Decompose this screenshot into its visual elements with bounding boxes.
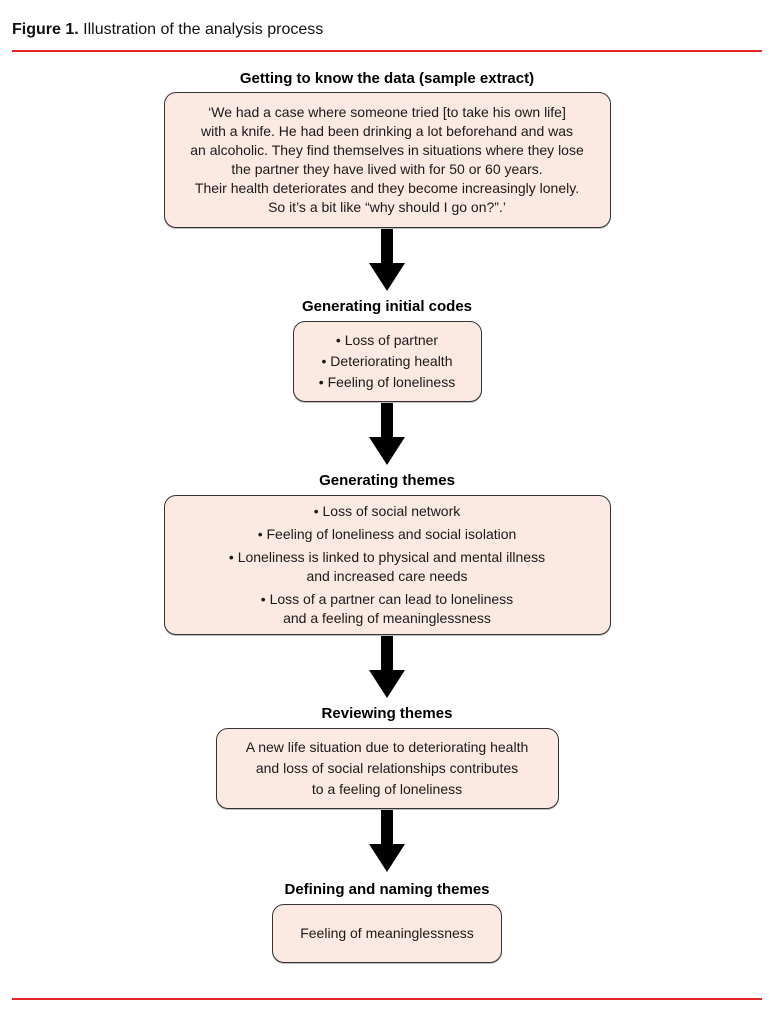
stage-box-sample-extract: ‘We had a case where someone tried [to t…: [163, 92, 611, 228]
figure-title-text: Illustration of the analysis process: [78, 21, 324, 38]
stage-box-reviewed-theme: A new life situation due to deterioratin…: [215, 728, 559, 809]
box-line: an alcoholic. They find themselves in si…: [190, 142, 584, 158]
box-line: A new life situation due to deterioratin…: [245, 739, 529, 755]
arrow-head: [369, 670, 405, 698]
analysis-flowchart: Getting to know the data (sample extract…: [0, 52, 774, 963]
box-line: and loss of social relationships contrib…: [255, 760, 519, 776]
top-rule: [12, 50, 762, 52]
arrow-head: [369, 844, 405, 872]
stage-box-initial-codes: • Loss of partner • Deteriorating health…: [292, 321, 482, 402]
box-line: the partner they have lived with for 50 …: [231, 161, 543, 177]
down-arrow-icon: [369, 810, 405, 872]
box-line: • Feeling of loneliness and social isola…: [257, 526, 517, 542]
box-line: and a feeling of meaninglessness: [283, 610, 491, 626]
arrow-head: [369, 437, 405, 465]
box-line: to a feeling of loneliness: [311, 781, 463, 797]
box-line: ‘We had a case where someone tried [to t…: [208, 104, 566, 120]
figure-caption: Figure 1. Illustration of the analysis p…: [0, 0, 774, 40]
box-line: • Loneliness is linked to physical and m…: [228, 549, 546, 565]
bottom-rule: [12, 998, 762, 1000]
box-line: So it’s a bit like “why should I go on?”…: [268, 199, 506, 215]
box-line: • Loss of a partner can lead to loneline…: [260, 591, 514, 607]
box-line: Feeling of meaninglessness: [300, 925, 474, 941]
box-line: • Loss of social network: [313, 503, 461, 519]
stage-box-final-theme: Feeling of meaninglessness: [272, 904, 502, 963]
arrow-stem: [381, 403, 393, 437]
stage-title-generating-themes: Generating themes: [319, 472, 455, 489]
stage-title-generating-initial-codes: Generating initial codes: [301, 298, 473, 315]
arrow-stem: [381, 810, 393, 844]
figure-label: Figure 1.: [12, 21, 79, 38]
box-line: and increased care needs: [306, 568, 468, 584]
down-arrow-icon: [369, 403, 405, 465]
box-line: • Loss of partner: [335, 332, 439, 348]
arrow-head: [369, 263, 405, 291]
box-line: • Deteriorating health: [321, 353, 453, 369]
stage-title-defining-and-naming-themes: Defining and naming themes: [284, 881, 490, 898]
box-line: • Feeling of loneliness: [318, 374, 456, 390]
down-arrow-icon: [369, 636, 405, 698]
down-arrow-icon: [369, 229, 405, 291]
box-line: Their health deteriorates and they becom…: [194, 180, 580, 196]
stage-title-reviewing-themes: Reviewing themes: [321, 705, 453, 722]
arrow-stem: [381, 229, 393, 263]
arrow-stem: [381, 636, 393, 670]
box-line: with a knife. He had been drinking a lot…: [200, 123, 574, 139]
stage-box-themes: • Loss of social network • Feeling of lo…: [163, 495, 611, 635]
stage-title-getting-to-know-the-data: Getting to know the data (sample extract…: [239, 70, 535, 87]
